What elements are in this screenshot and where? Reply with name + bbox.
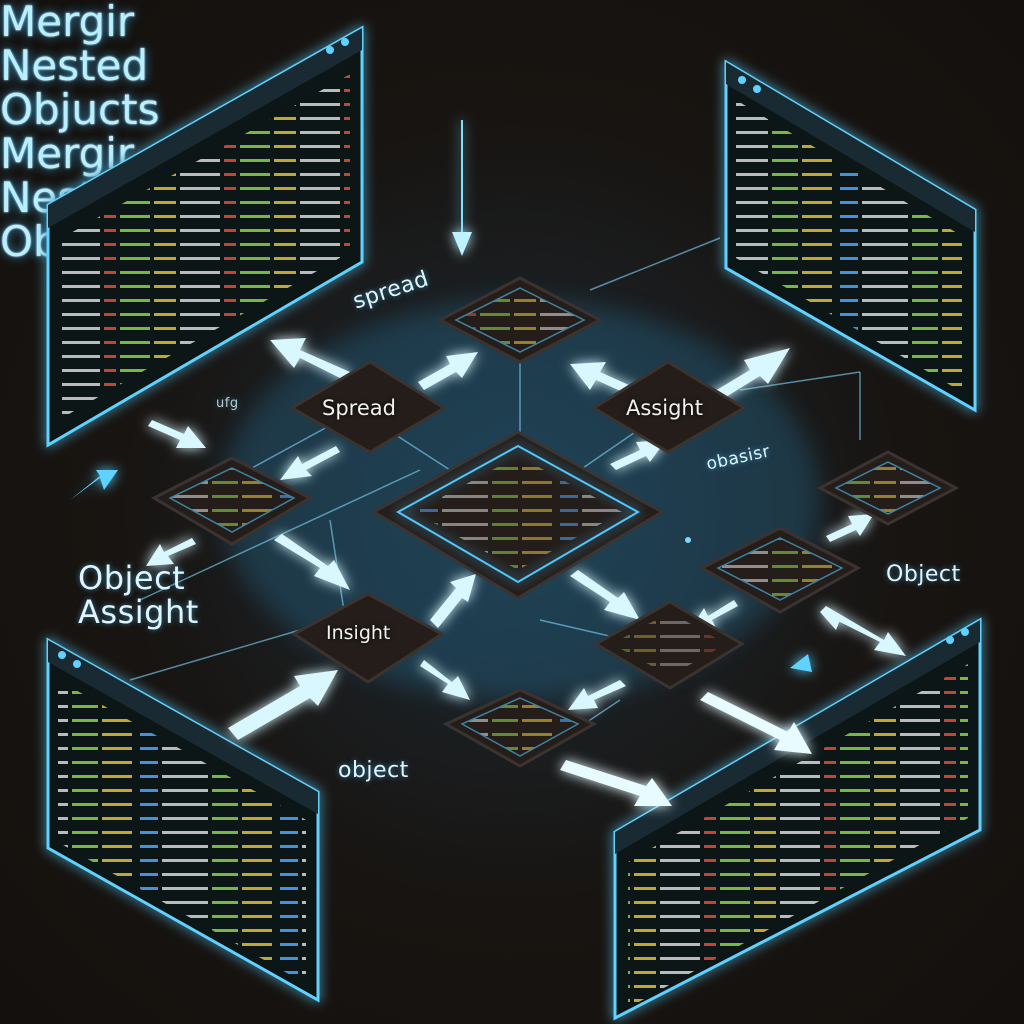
arrow-down-right-icon <box>274 534 350 590</box>
window-dot-icon <box>341 38 349 46</box>
code-window-bottom-left <box>46 637 320 1003</box>
label-object-assight: Object Assight <box>78 559 199 631</box>
arrow-up-right-icon <box>700 348 790 408</box>
code-window-top-right <box>724 59 977 413</box>
arrow-down-right-icon <box>700 692 812 754</box>
chip-right-mid[interactable] <box>698 526 862 614</box>
label-ufg: ufg <box>216 396 239 411</box>
arrow-down-right-icon <box>560 760 672 806</box>
arrow-small-icon <box>790 654 812 672</box>
title-top-line1: Mergir <box>0 0 135 46</box>
window-dot-icon <box>73 660 81 668</box>
arrow-up-right-icon <box>418 352 478 390</box>
arrow-left-up-icon <box>270 338 350 382</box>
chip-insight[interactable] <box>291 592 445 684</box>
window-dot-icon <box>961 628 969 636</box>
arrow-left-down-icon <box>146 538 196 566</box>
arrow-double-icon <box>820 606 906 656</box>
arrow-down-icon <box>452 120 472 256</box>
arrow-right-icon <box>148 420 206 448</box>
code-window-top-left <box>46 25 364 448</box>
chip-right[interactable] <box>816 450 960 526</box>
chip-left[interactable] <box>150 456 314 546</box>
window-dot-icon <box>326 46 334 54</box>
chip-bottom[interactable] <box>442 688 598 768</box>
label-insight-chip: Insight <box>326 622 391 644</box>
arrow-down-right-icon <box>420 660 470 700</box>
arrow-up-icon <box>430 574 476 628</box>
arrows <box>70 120 906 806</box>
arrow-down-right-icon <box>570 570 640 620</box>
arrow-up-right-icon <box>610 440 666 470</box>
chip-top[interactable] <box>436 276 604 364</box>
label-object-assight-line2: Assight <box>78 592 199 631</box>
chip-spread[interactable] <box>288 360 447 454</box>
arrow-left-icon <box>280 446 340 480</box>
label-object-assight-line1: Object <box>78 559 186 597</box>
window-dot-icon <box>58 651 66 659</box>
window-dot-icon <box>738 76 746 84</box>
chip-bottom-right[interactable] <box>593 600 745 690</box>
label-spread-chip: Spread <box>322 396 396 420</box>
title-top: Mergir Nested Objucts <box>0 0 1024 132</box>
label-object-right: Object <box>886 562 961 587</box>
title-top-line2: Nested <box>0 41 149 91</box>
code-window-bottom-right <box>613 617 982 1021</box>
arrow-left-icon <box>568 680 626 710</box>
arrow-up-right-icon <box>228 670 338 740</box>
title-top-line3: Objucts <box>0 85 160 135</box>
chip-assight[interactable] <box>591 360 747 454</box>
arrow-small-icon <box>70 470 118 500</box>
label-object-bottom: object <box>338 758 409 783</box>
window-dot-icon <box>753 85 761 93</box>
arrow-right-icon <box>826 514 874 542</box>
label-assight-chip: Assight <box>626 396 703 420</box>
chip-center[interactable] <box>370 430 666 600</box>
window-dot-icon <box>946 636 954 644</box>
